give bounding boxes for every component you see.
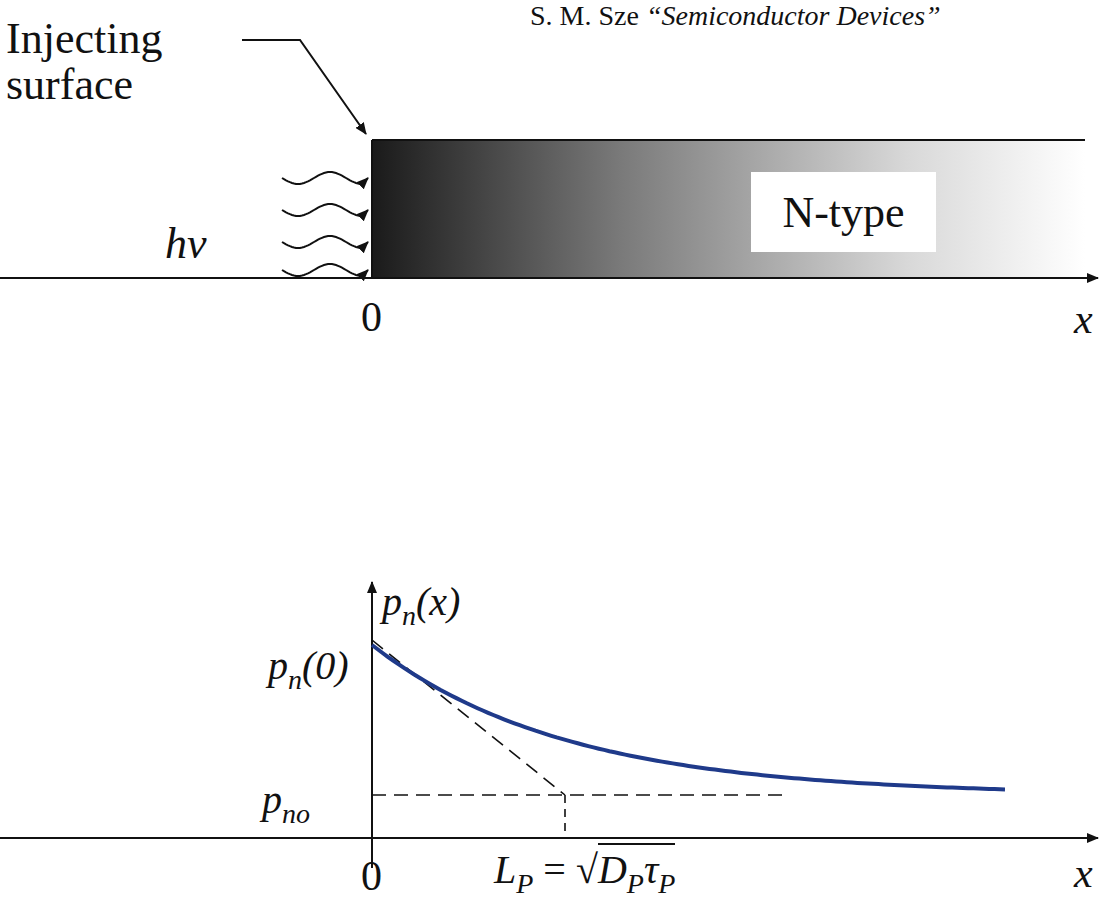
x-axis [0, 277, 1098, 279]
radical-bar: DPτP [598, 843, 675, 892]
diffusion-length: LP= √DPτP [494, 850, 675, 890]
axis-label-group: x [1074, 852, 1093, 894]
axis-label-group: x [1074, 298, 1093, 340]
axis-label: x [1074, 850, 1093, 896]
bar-edge [372, 139, 1085, 141]
axis-label: x [1074, 296, 1093, 342]
photon-label: hν [165, 219, 207, 268]
light-waves [282, 172, 368, 276]
axis-tick-group: 0 [361, 296, 382, 338]
symbol: L [494, 847, 516, 892]
equilibrium-line [372, 794, 790, 796]
label-box: N-type [751, 172, 936, 252]
tangent-line [372, 640, 565, 795]
leader-arrow [242, 40, 366, 134]
symbol: (0) [302, 643, 349, 688]
surface-label-group: Injecting surface [6, 16, 236, 108]
subscript: P [627, 868, 644, 899]
symbol: p [262, 777, 282, 822]
citation-author: S. M. Sze [530, 0, 646, 31]
length-marker [564, 795, 566, 836]
symbol: D [598, 847, 627, 892]
value-label: pno [262, 780, 310, 820]
axis-tick-group: 0 [361, 855, 382, 897]
symbol: (x) [416, 579, 460, 624]
subscript: no [282, 798, 310, 829]
y-axis-label: pn(x) [382, 582, 460, 622]
subscript: P [516, 868, 533, 899]
subscript: n [402, 600, 416, 631]
concentration-curve [372, 645, 1005, 789]
subscript: P [658, 868, 675, 899]
light-wave [282, 264, 368, 276]
x-axis [0, 837, 1098, 839]
light-wave [282, 204, 368, 216]
semiconductor-bar [372, 140, 1085, 278]
bar-edge [371, 140, 373, 278]
symbol: τ [644, 847, 658, 892]
y-axis [371, 582, 373, 868]
light-wave [282, 172, 368, 184]
symbol: = √ [543, 847, 598, 892]
region-label: N-type [782, 187, 904, 238]
light-wave [282, 236, 368, 248]
symbol: p [382, 579, 402, 624]
subscript: n [288, 664, 302, 695]
photon-label-group: hν [165, 222, 207, 266]
axis-tick: 0 [361, 294, 382, 340]
citation: S. M. Sze “Semiconductor Devices” [530, 2, 941, 30]
surface-label: Injecting surface [6, 14, 162, 109]
axis-tick: 0 [361, 853, 382, 899]
symbol: p [268, 643, 288, 688]
citation-title: “Semiconductor Devices” [646, 0, 941, 31]
value-label: pn(0) [268, 646, 349, 686]
